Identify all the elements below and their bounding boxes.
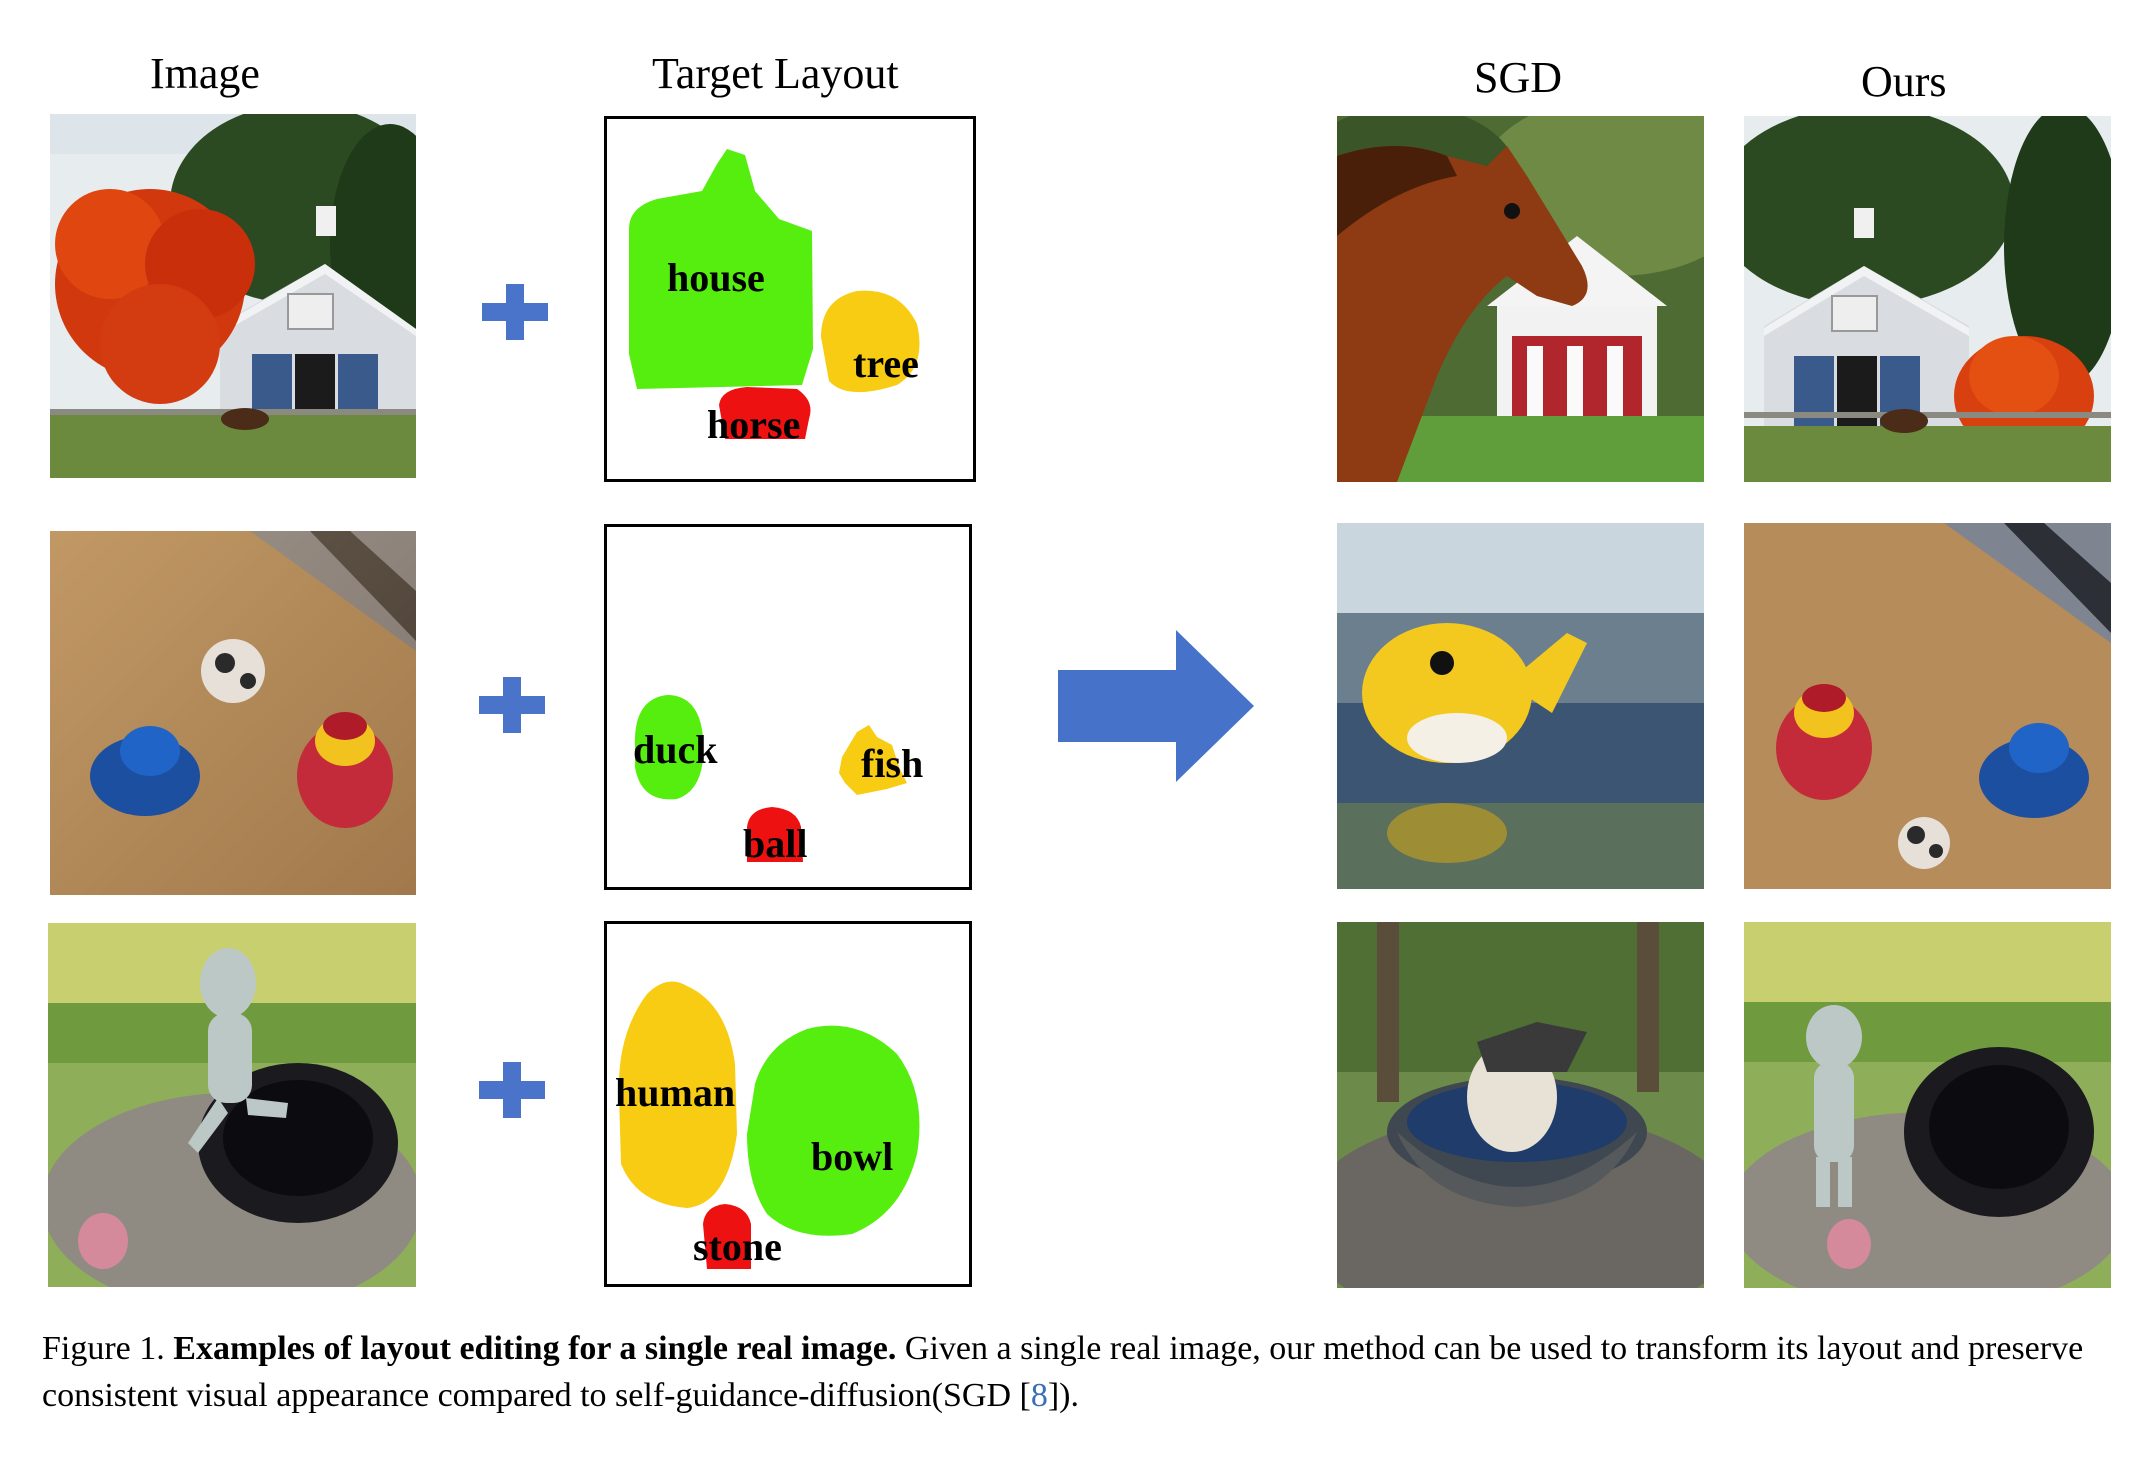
plus-icon [479,1062,545,1118]
layout-label-stone: stone [693,1224,782,1269]
citation-link[interactable]: 8 [1030,1377,1048,1414]
sgd-output-horse [1337,116,1704,482]
layout-label-duck: duck [633,727,718,772]
layout-label-ball: ball [743,821,807,866]
caption-body: Given a single real image, our method ca… [42,1330,2084,1414]
layout-label-house: house [667,255,765,300]
layout-blob-house [629,149,813,389]
ours-output-toys [1744,523,2111,889]
target-layout-1: house horse tree [604,116,976,482]
ours-output-statue [1744,922,2111,1288]
layout-blob-tree [821,290,920,393]
figure-caption: Figure 1. Examples of layout editing for… [42,1325,2122,1419]
target-layout-3: human stone bowl [604,921,972,1287]
sgd-output-duck [1337,523,1704,889]
caption-suffix: ]). [1047,1377,1079,1414]
layout-blob-fish [839,725,907,795]
layout-label-horse: horse [707,402,800,447]
layout-blob-horse [719,387,811,439]
layout-blob-stone [703,1204,751,1269]
target-layout-2: duck ball fish [604,524,972,890]
right-arrow-icon [1058,630,1254,782]
layout-label-tree: tree [853,341,919,386]
sgd-output-bowl [1337,922,1704,1288]
plus-icon [479,677,545,733]
layout-label-human: human [615,1070,735,1115]
layout-blob-human [618,981,737,1208]
header-target-layout: Target Layout [652,49,899,98]
layout-blob-ball [747,807,803,862]
layout-label-bowl: bowl [811,1134,893,1179]
layout-label-fish: fish [861,741,923,786]
input-image-house [50,114,416,478]
header-image: Image [150,49,260,98]
input-image-statue [48,923,416,1287]
caption-lead: Examples of layout editing for a single … [173,1330,897,1367]
header-ours: Ours [1861,57,1947,106]
caption-prefix: Figure 1. [42,1330,174,1367]
layout-blob-duck [634,695,704,800]
header-sgd: SGD [1474,53,1563,102]
input-image-toys [50,531,416,895]
plus-icon [482,284,548,340]
layout-blob-bowl [747,1025,920,1236]
ours-output-house [1744,116,2111,482]
